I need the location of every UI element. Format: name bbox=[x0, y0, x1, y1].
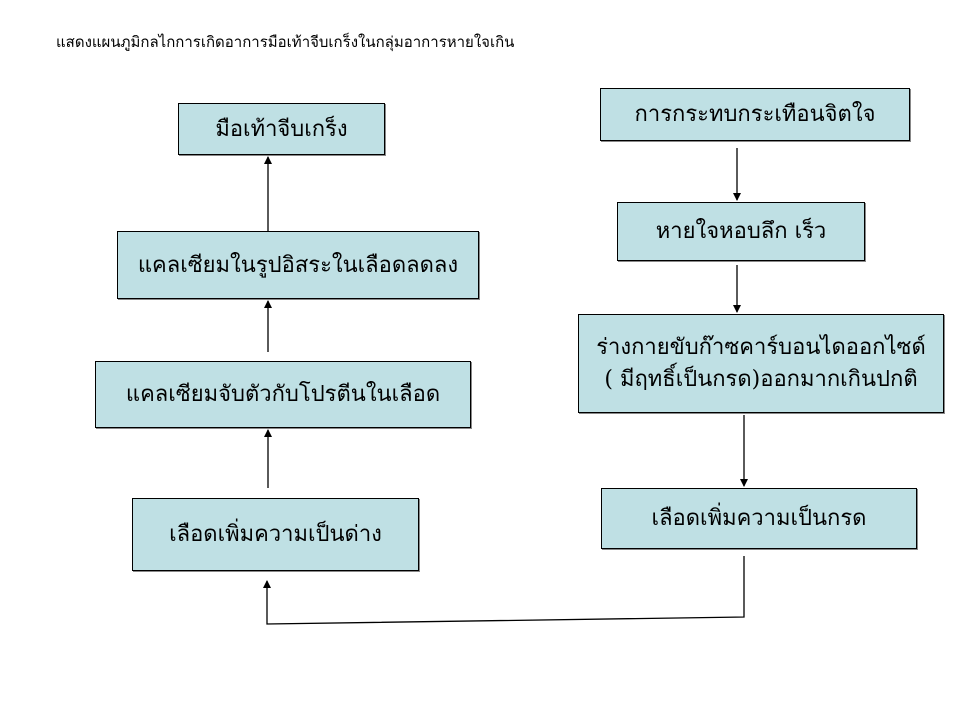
diagram-title: แสดงแผนภูมิกลไกการเกิดอาการมือเท้าจีบเกร… bbox=[56, 33, 515, 51]
box-label: แคลเซียมในรูปอิสระในเลือดลดลง bbox=[137, 252, 459, 278]
box-label: เลือดเพิ่มความเป็นกรด bbox=[651, 506, 867, 531]
box-label: การกระทบกระเทือนจิตใจ bbox=[634, 102, 876, 127]
box-label: เลือดเพิ่มความเป็นด่าง bbox=[169, 522, 382, 547]
box-free-calcium-decreased: แคลเซียมในรูปอิสระในเลือดลดลง bbox=[117, 231, 479, 299]
box-blood-acid-increase: เลือดเพิ่มความเป็นกรด bbox=[601, 488, 917, 549]
arrow-acid-to-alkalosis bbox=[263, 556, 745, 625]
box-label: หายใจหอบลึก เร็ว bbox=[655, 219, 827, 244]
box-label-line2: ( มีฤทธิ์เป็นกรด)ออกมากเกินปกติ bbox=[604, 366, 918, 392]
box-co2-excretion: ร่างกายขับก๊าซคาร์บอนไดออกไซด์ ( มีฤทธิ์… bbox=[578, 314, 944, 413]
box-carpopedal-spasm: มือเท้าจีบเกร็ง bbox=[178, 103, 385, 155]
box-blood-alkalosis: เลือดเพิ่มความเป็นด่าง bbox=[132, 498, 419, 571]
box-label: แคลเซียมจับตัวกับโปรตีนในเลือด bbox=[125, 382, 441, 407]
box-calcium-protein-binding: แคลเซียมจับตัวกับโปรตีนในเลือด bbox=[95, 361, 471, 428]
box-label: มือเท้าจีบเกร็ง bbox=[215, 116, 348, 142]
box-emotional-distress: การกระทบกระเทือนจิตใจ bbox=[600, 88, 910, 141]
box-label-line1: ร่างกายขับก๊าซคาร์บอนไดออกไซด์ bbox=[596, 334, 926, 360]
box-hyperventilation: หายใจหอบลึก เร็ว bbox=[617, 202, 865, 261]
